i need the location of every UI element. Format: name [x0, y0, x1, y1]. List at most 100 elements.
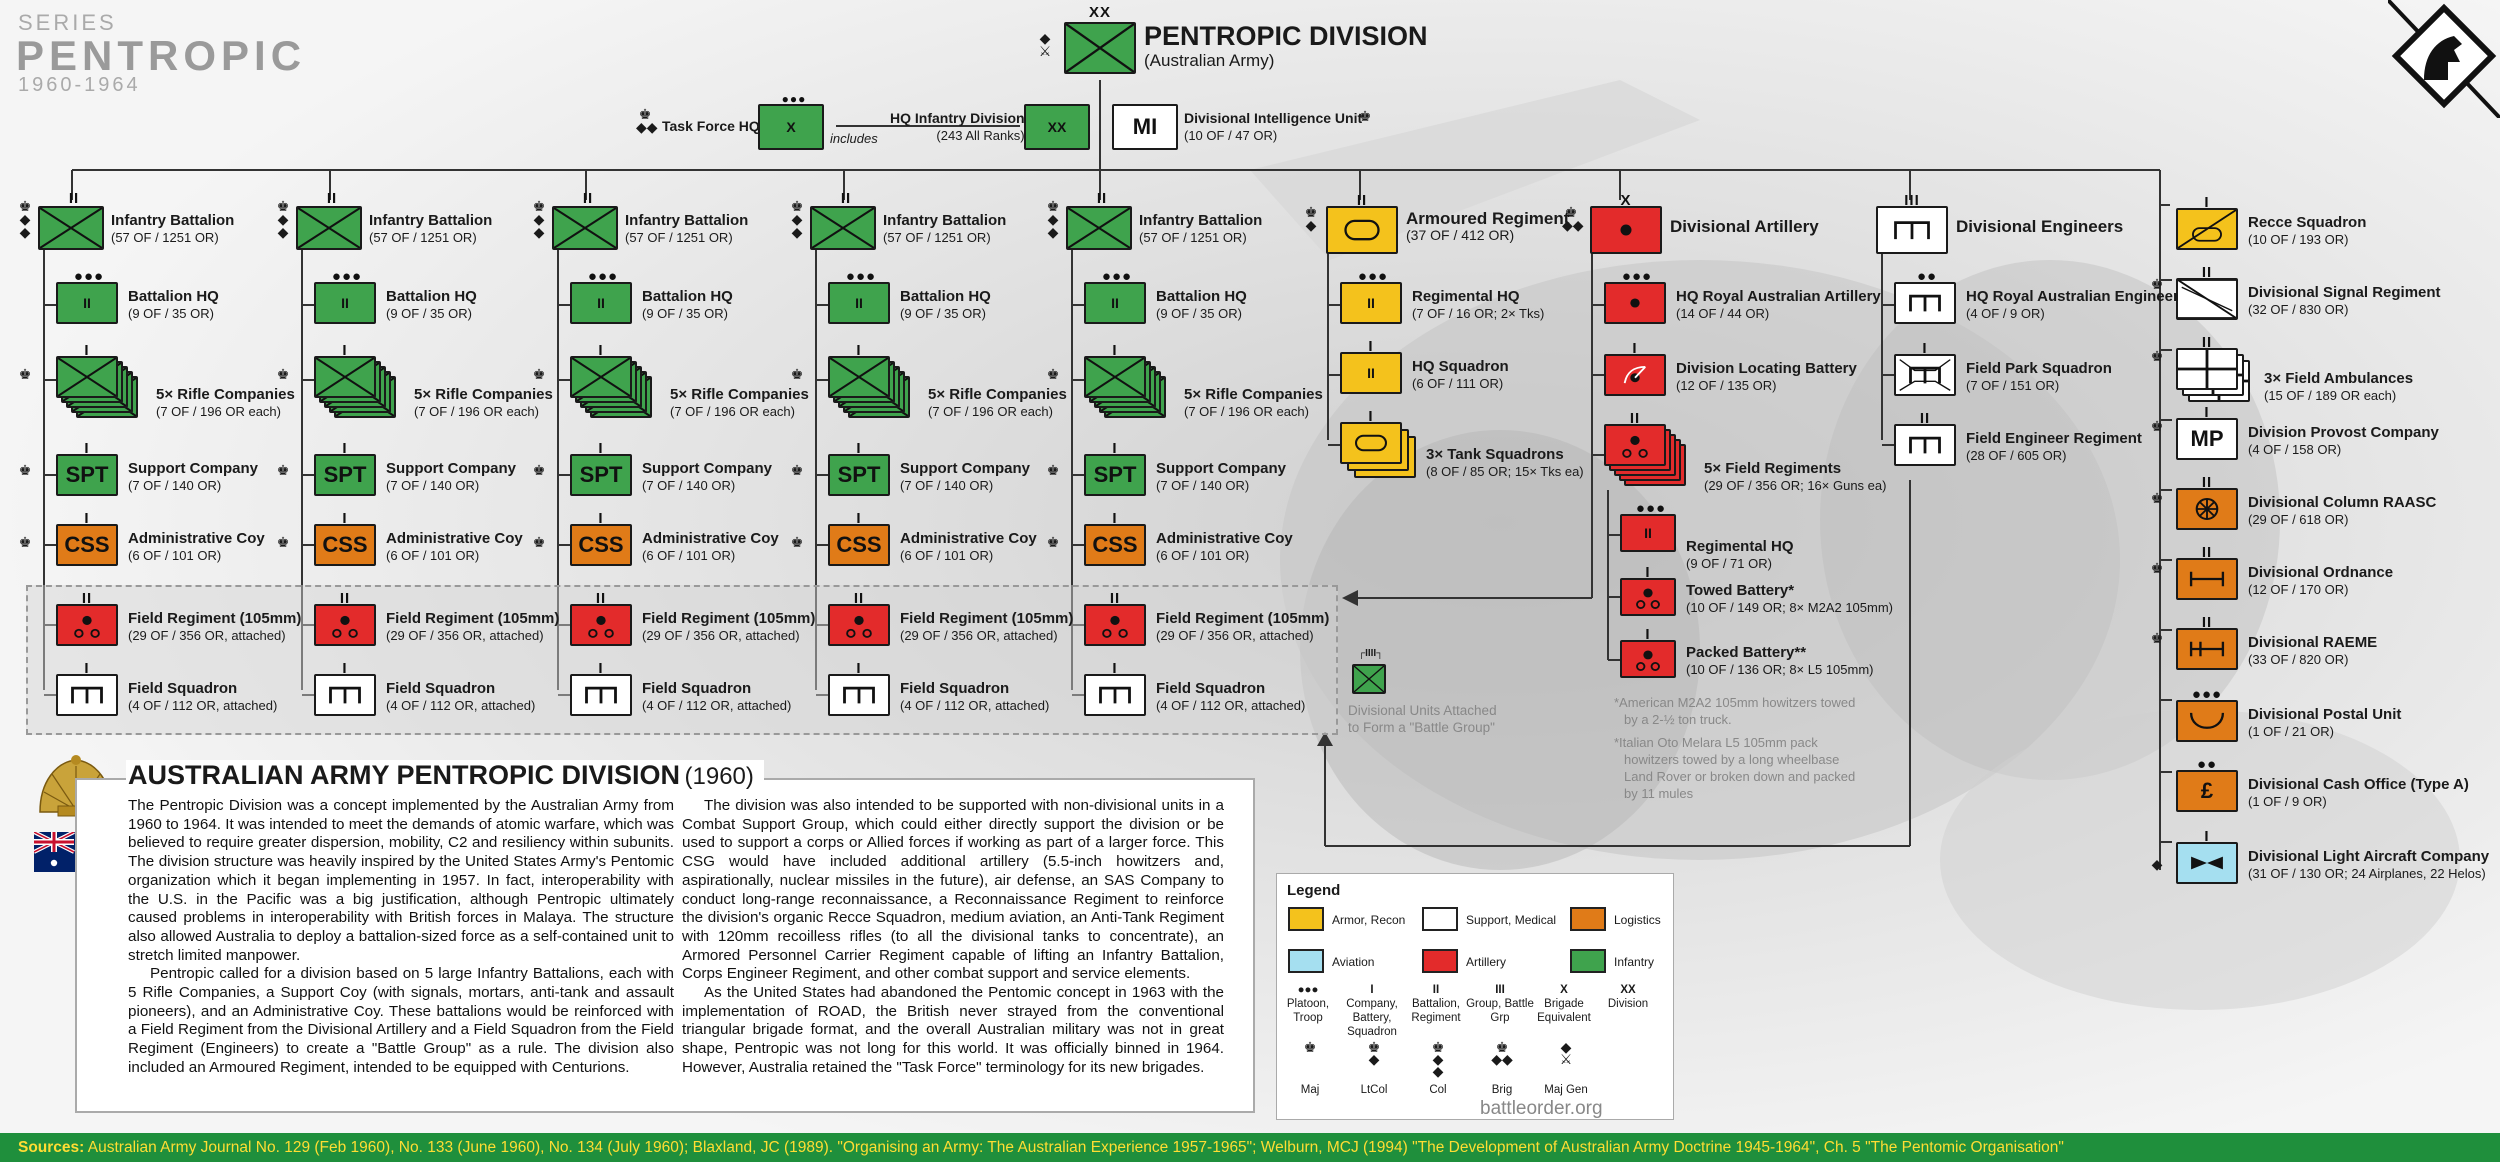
bn4-field-squadron-symbol: [828, 674, 890, 716]
bn4-hq-label: Battalion HQ(9 OF / 35 OR): [900, 288, 991, 321]
bn1-symbol: [38, 206, 104, 250]
divtroop-10-label: Divisional Light Aircraft Company(31 OF …: [2248, 848, 2490, 881]
bn2-spt-symbol: SPT: [314, 454, 376, 496]
bn5-label: Infantry Battalion(57 OF / 1251 OR): [1139, 212, 1263, 245]
eng-fp-label: Field Park Squadron(7 OF / 151 OR): [1966, 360, 2112, 393]
credit: battleorder.org: [1480, 1098, 1603, 1119]
bn2-maj-rank-icon-1: ♚: [276, 366, 290, 382]
art-rhq-label: Regimental HQ(9 OF / 71 OR): [1686, 538, 1794, 571]
divtroop-2-echelon: II: [2201, 264, 2213, 281]
bn5-css-echelon: I: [1112, 510, 1118, 527]
bn4-label: Infantry Battalion(57 OF / 1251 OR): [883, 212, 1007, 245]
bn3-field-regiment-symbol: [570, 604, 632, 646]
eng-hq-echelon: ●●: [1916, 268, 1938, 285]
legend-swatch-4: [1288, 949, 1324, 973]
legend-size-mark-6: XX: [1620, 984, 1636, 996]
bn2-fieldreg-echelon: II: [339, 590, 351, 607]
legend-color-label-2: Support, Medical: [1466, 913, 1557, 927]
field-ambulance-symbol-1: [2176, 348, 2238, 390]
bn2-symbol: [296, 206, 362, 250]
legend-swatch-6: [1570, 949, 1606, 973]
maj-rank-icon: ♚: [1358, 108, 1372, 124]
bn5-symbol: [1066, 206, 1132, 250]
art-hq-echelon: ●●●: [1621, 268, 1653, 285]
bn5-spt-symbol: SPT: [1084, 454, 1146, 496]
bn4-fieldreg-echelon: II: [853, 590, 865, 607]
bn1-spt-echelon: I: [84, 440, 90, 457]
bn2-hq-label: Battalion HQ(9 OF / 35 OR): [386, 288, 477, 321]
amb-ltcol-rank-icon: ♚: [2150, 348, 2164, 364]
arm-hqsqn-label: HQ Squadron(6 OF / 111 OR): [1412, 358, 1509, 391]
bn2-css-symbol: CSS: [314, 524, 376, 566]
tank-squadron-symbol-1: [1340, 422, 1402, 464]
bn3-echelon: II: [582, 190, 594, 207]
bn4-hq-symbol: II: [828, 282, 890, 324]
legend-swatch-2: [1422, 907, 1458, 931]
divtroop-9-label: Divisional Cash Office (Type A)(1 OF / 9…: [2248, 776, 2469, 809]
mi-unit-label: Divisional Intelligence Unit(10 OF / 47 …: [1184, 110, 1363, 143]
legend-rank-icon-4: ♚◆◆: [1491, 1039, 1513, 1067]
bn5-fieldreg-label: Field Regiment (105mm)(29 OF / 356 OR, a…: [1156, 610, 1330, 643]
arm-rhq-label: Regimental HQ(7 OF / 16 OR; 2× Tks): [1412, 288, 1545, 321]
division-echelon: XX: [1088, 4, 1111, 21]
divtroop-5-echelon: II: [2201, 474, 2213, 491]
sources-footer: Sources: Australian Army Journal No. 129…: [0, 1133, 2500, 1162]
bn2-label: Infantry Battalion(57 OF / 1251 OR): [369, 212, 493, 245]
series-label: SERIES: [18, 10, 117, 35]
bn1-css-symbol: CSS: [56, 524, 118, 566]
art-loc-echelon: I: [1632, 340, 1638, 357]
legend-color-label-5: Artillery: [1466, 955, 1507, 969]
bn3-rifle-company-symbol-1: [570, 356, 632, 398]
divtroop-1-echelon: I: [2204, 194, 2210, 211]
art-towed-echelon: I: [1645, 564, 1651, 581]
divtroop-1-symbol: [2176, 208, 2238, 250]
raasc-ltcol-rank-icon: ♚: [2150, 490, 2164, 506]
bn4-hq-echelon: ●●●: [845, 268, 877, 285]
bn1-css-echelon: I: [84, 510, 90, 527]
bn1-maj-rank-icon-2: ♚: [18, 462, 32, 478]
bn5-rifle-company-symbol-1: [1084, 356, 1146, 398]
bn3-label: Infantry Battalion(57 OF / 1251 OR): [625, 212, 749, 245]
divtroop-8-echelon: ●●●: [2191, 686, 2223, 703]
bn1-ltcol-rank-icon: ♚◆◆: [18, 198, 32, 240]
bn2-field-squadron-symbol: [314, 674, 376, 716]
divisional-artillery-label: Divisional Artillery: [1670, 217, 1819, 236]
eng-hq-symbol: [1894, 282, 1956, 324]
bn1-fieldreg-echelon: II: [81, 590, 93, 607]
sources-text: Australian Army Journal No. 129 (Feb 196…: [87, 1139, 2064, 1156]
bn5-rifle-label: 5× Rifle Companies(7 OF / 196 OR each): [1184, 386, 1323, 419]
bn1-fieldreg-label: Field Regiment (105mm)(29 OF / 356 OR, a…: [128, 610, 302, 643]
legend-rank-icon-1: ♚: [1303, 1039, 1317, 1055]
art-packed-echelon: I: [1645, 626, 1651, 643]
engineers-echelon: III: [1904, 192, 1920, 209]
arm-tank-echelon: I: [1368, 408, 1374, 425]
article-col2: The division was also intended to be sup…: [682, 797, 1224, 1076]
bn5-spt-label: Support Company(7 OF / 140 OR): [1156, 460, 1286, 493]
hq-inf-div-label: HQ Infantry Division(243 All Ranks): [890, 110, 1025, 143]
article-col1: The Pentropic Division was a concept imp…: [128, 797, 674, 1076]
brig-rank-icon: ♚◆◆: [636, 106, 658, 135]
bn2-hq-symbol: II: [314, 282, 376, 324]
bn3-field-squadron-symbol: [570, 674, 632, 716]
field-regiments-symbol-1: [1604, 424, 1666, 466]
divisional-artillery-symbol: [1590, 206, 1662, 254]
battle-group-echelon: ┌IIII┐: [1358, 648, 1384, 659]
bn3-hq-label: Battalion HQ(9 OF / 35 OR): [642, 288, 733, 321]
bn3-ltcol-rank-icon: ♚◆◆: [532, 198, 546, 240]
bn1-maj-rank-icon-1: ♚: [18, 366, 32, 382]
legend-size-label-3: Battalion, Regiment: [1411, 998, 1461, 1024]
task-force-hq-label: Task Force HQ: [662, 118, 760, 134]
bn1-field-squadron-symbol: [56, 674, 118, 716]
task-force-echelon: ●●●: [781, 92, 807, 106]
bn1-spt-symbol: SPT: [56, 454, 118, 496]
bn4-rifle-company-symbol-1: [828, 356, 890, 398]
bn5-fieldreg-echelon: II: [1109, 590, 1121, 607]
bn3-fieldsqn-label: Field Squadron(4 OF / 112 OR, attached): [642, 680, 792, 713]
legend-size-label-6: Division: [1607, 998, 1649, 1010]
legend-size-mark-2: I: [1370, 984, 1374, 996]
bn5-rifle-echelon: I: [1112, 342, 1118, 359]
artillery-echelon: X: [1620, 192, 1632, 209]
bn5-hq-echelon: ●●●: [1101, 268, 1133, 285]
bn3-fieldreg-echelon: II: [595, 590, 607, 607]
legend-swatch-5: [1422, 949, 1458, 973]
